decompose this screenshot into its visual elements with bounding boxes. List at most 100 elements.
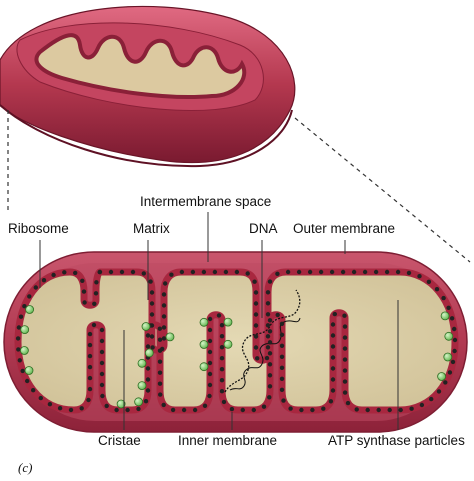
atp-synthase-bead (199, 340, 209, 349)
ribosome-dot (387, 407, 392, 413)
ribosome-dot (265, 323, 271, 328)
ribosome-dot (149, 334, 155, 339)
ribosome-dot (329, 269, 335, 275)
ribosome-dot (279, 365, 285, 370)
ribosome-dot (279, 376, 285, 381)
ribosome-dot (87, 386, 93, 392)
ribosome-dot (310, 407, 315, 413)
ribosome-dot (201, 269, 207, 275)
ribosome-dot (157, 337, 163, 342)
ribosome-dot (145, 377, 151, 382)
ribosome-dot (267, 351, 273, 356)
ribosome-dot (130, 269, 136, 275)
ribosome-dot (150, 345, 155, 350)
label-matrix: Matrix (133, 221, 170, 236)
ribosome-dot (47, 402, 53, 407)
ribosome-dot (252, 279, 257, 284)
ribosome-dot (158, 392, 163, 397)
ribosome-dot (157, 381, 163, 386)
ribosome-dot (318, 269, 324, 275)
label-dna: DNA (249, 221, 278, 236)
ribosome-dot (94, 280, 99, 285)
ribosome-dot (351, 269, 357, 275)
ribosome-dot (149, 290, 155, 295)
ribosome-dot (342, 313, 347, 318)
ribosome-dot (157, 359, 163, 364)
ribosome-dot (234, 269, 240, 275)
ribosome-dot (275, 271, 280, 276)
ribosome-dot (145, 366, 151, 371)
ribosome-dot (93, 291, 99, 296)
ribosome-dot (330, 366, 336, 371)
ribosome-dot (264, 355, 270, 361)
label-outer-membrane: Outer membrane (293, 221, 395, 236)
atp-synthase-bead (437, 372, 447, 381)
atp-synthase-bead (116, 399, 126, 409)
ribosome-dot (108, 269, 114, 275)
ribosome-dot (18, 314, 24, 319)
ribosome-dot (340, 269, 346, 275)
ribosome-dot (87, 364, 93, 370)
ribosome-dot (207, 349, 213, 355)
ribosome-dot (429, 396, 434, 402)
ribosome-dot (376, 407, 381, 413)
ribosome-dot (192, 407, 198, 413)
ribosome-dot (267, 279, 273, 284)
ribosome-dot (219, 334, 225, 339)
ribosome-dot (149, 301, 155, 306)
ribosome-dot (104, 403, 109, 409)
ribosome-dot (25, 378, 30, 384)
ribosome-dot (145, 344, 151, 349)
ribosome-dot (219, 356, 225, 361)
ribosome-dot (97, 269, 102, 275)
ribosome-dot (87, 331, 93, 337)
ribosome-dot (265, 290, 271, 295)
ribosome-dot (223, 269, 229, 275)
mitochondrion-3d-illustration (0, 5, 296, 168)
ribosome-dot (253, 301, 259, 306)
ribosome-dot (62, 270, 67, 275)
ribosome-dot (330, 377, 336, 382)
ribosome-dot (161, 402, 166, 408)
ribosome-dot (279, 387, 285, 392)
label-atp-synthase: ATP synthase particles (328, 433, 465, 448)
ribosome-dot (81, 289, 87, 294)
ribosome-dot (229, 406, 235, 412)
ribosome-dot (267, 329, 273, 334)
atp-synthase-bead (443, 352, 453, 362)
label-intermembrane-space: Intermembrane space (140, 194, 271, 209)
atp-synthase-bead (19, 346, 29, 355)
ribosome-dot (33, 285, 38, 290)
cristae-3d (34, 33, 247, 100)
ribosome-dot (22, 304, 27, 309)
ribosome-dot (398, 407, 403, 413)
ribosome-dot (419, 402, 425, 408)
ribosome-dot (99, 327, 105, 333)
ribosome-dot (99, 360, 105, 366)
ribosome-dot (255, 356, 260, 361)
ribosome-dot (190, 269, 196, 275)
ribosome-dot (449, 316, 455, 321)
atp-synthase-bead (223, 339, 233, 349)
ribosome-dot (207, 393, 212, 399)
ribosome-dot (452, 337, 458, 343)
ribosome-dot (212, 269, 218, 275)
atp-synthase-bead (134, 397, 144, 407)
ribosome-dot (157, 370, 163, 375)
ribosome-dot (342, 379, 348, 384)
ribosome-dot (281, 398, 286, 403)
ribosome-dot (219, 367, 225, 372)
ribosome-dot (68, 407, 74, 413)
ribosome-dot (279, 321, 285, 326)
ribosome-dot (91, 322, 97, 328)
ribosome-dot (299, 407, 304, 413)
atp-synthase-bead (20, 325, 30, 335)
ribosomes (15, 269, 458, 413)
dna-strand (224, 289, 301, 393)
panel-label: (c) (18, 460, 32, 475)
ribosome-dot (330, 333, 336, 338)
ribosome-dot (443, 380, 448, 385)
ribosome-dot (426, 279, 432, 284)
ribosome-dot (441, 295, 446, 301)
ribosome-dot (119, 269, 125, 275)
